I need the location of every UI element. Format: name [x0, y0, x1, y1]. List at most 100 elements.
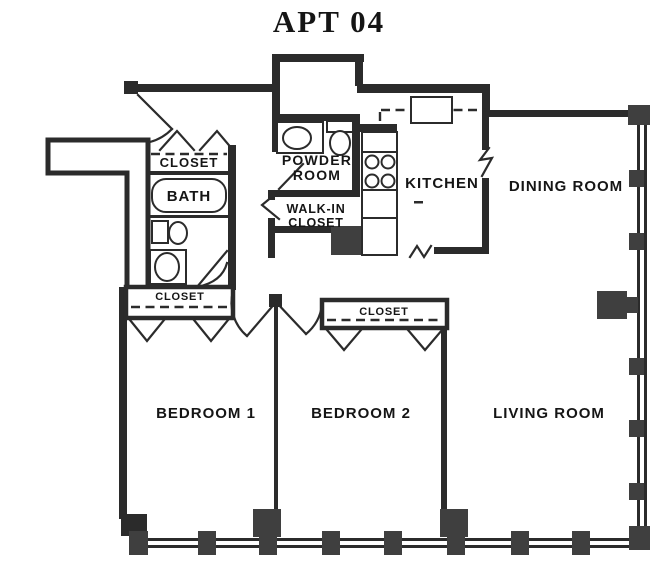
bedroom1-closet-label: CLOSET — [155, 291, 204, 303]
powder-room-door-leaf — [277, 162, 305, 191]
wall-corridor-l-shape — [45, 137, 151, 291]
window-mullion-post — [629, 358, 644, 375]
refrigerator-icon — [361, 217, 398, 256]
wall-break-symbol — [408, 243, 433, 260]
window-corner-post — [629, 526, 650, 550]
kitchen-sink-icon — [410, 96, 453, 124]
stove-burner-icon — [380, 154, 396, 170]
bedroom2-closet-door-icon — [406, 328, 444, 352]
window-mullion-post — [572, 531, 590, 555]
bath-sink-icon — [154, 252, 180, 282]
bath-door-leaf — [195, 249, 229, 289]
kitchen-label: KITCHEN — [405, 175, 479, 192]
wall-corridor-top — [128, 84, 280, 92]
wall-kitchen-top — [357, 84, 490, 93]
window-mullion-post — [384, 531, 402, 555]
window-mullion-post — [629, 483, 644, 500]
wall-counter-ledge — [352, 124, 397, 132]
entry-door-leaf — [136, 93, 174, 131]
shaft-column — [331, 226, 362, 255]
bathtub-icon — [151, 178, 227, 213]
wall-powder-walkin-divider — [268, 190, 360, 197]
wall-kitchen-right-upper — [482, 93, 489, 150]
wall-powder-right — [352, 114, 360, 194]
bedroom2-closet-door-icon — [325, 328, 363, 352]
wall-break-symbol — [477, 146, 495, 178]
wall-hallcloset-bath-divider — [150, 171, 228, 175]
bedroom2-door-arc — [304, 303, 324, 336]
window-mullion-post — [259, 531, 277, 555]
wall-bedroom1-bedroom2-divider — [274, 305, 278, 512]
bath-label: BATH — [167, 188, 212, 205]
bedroom1-closet — [123, 284, 236, 321]
living-room-label: LIVING ROOM — [493, 405, 605, 422]
window-mullion-post — [629, 233, 644, 250]
closets — [123, 284, 450, 331]
wall-walkin-left-lower — [268, 218, 275, 258]
powder-room-label-line2: ROOM — [293, 167, 341, 183]
kitchen-mark — [414, 201, 423, 204]
wall-bedroom2-living-divider — [441, 302, 447, 510]
wall-walkin-bottom — [268, 226, 332, 233]
powder-sink-icon — [282, 126, 312, 150]
wall-walkin-left-upper — [268, 190, 275, 200]
hall-closet-label: CLOSET — [160, 155, 219, 170]
bedroom2-door-leaf — [274, 300, 308, 336]
bedroom1-closet-door-icon — [192, 318, 230, 343]
walkin-closet-label-line1: WALK-IN — [286, 202, 345, 216]
bedroom1-closet-door-icon — [128, 318, 166, 343]
walls — [45, 54, 636, 537]
page-title: APT 04 — [273, 4, 385, 39]
hall-closet-door-icon — [198, 129, 235, 152]
structural-column — [597, 291, 627, 319]
wall-utility-box-right — [355, 54, 363, 86]
fixtures — [149, 96, 453, 285]
room-labels: CLOSET BATH POWDER ROOM WALK-IN CLOSET K… — [155, 152, 623, 422]
walkin-closet-label-line2: CLOSET — [288, 216, 344, 230]
bedroom2-closet — [319, 297, 450, 331]
wall-utility-box-left — [272, 54, 280, 152]
wall-powder-top — [276, 114, 358, 121]
window-corner-post — [628, 105, 650, 125]
doors — [128, 93, 495, 352]
bedroom1-door-leaf — [245, 300, 278, 338]
window-mullion-post — [511, 531, 529, 555]
window-mullion-post — [447, 531, 465, 555]
wall-bedroom1-left — [119, 287, 127, 519]
powder-toilet-bowl-icon — [329, 130, 351, 156]
bedroom1-door-arc — [230, 289, 249, 338]
toilet-bowl-icon — [168, 221, 188, 245]
window-mullion-post — [322, 531, 340, 555]
wall-kitchen-right-lower — [482, 178, 489, 254]
bath-door-arc — [195, 261, 229, 289]
wall-dining-top — [488, 110, 636, 117]
wall-kitchen-bottom — [434, 247, 489, 254]
wall-bath-strip-right — [228, 145, 236, 290]
dining-room-label: DINING ROOM — [509, 178, 623, 195]
wall-utility-box-top — [272, 54, 364, 62]
window-mullion-post — [129, 531, 148, 555]
window-walls — [129, 105, 650, 555]
window-wall-right-outer-line — [644, 112, 647, 544]
kitchen-counter-icon — [361, 131, 398, 153]
stove-burner-icon — [380, 173, 396, 189]
window-mullion-post — [629, 170, 644, 187]
powder-room-label-line1: POWDER — [282, 152, 352, 168]
bedroom2-closet-label: CLOSET — [359, 306, 408, 318]
bedroom2-label: BEDROOM 2 — [311, 405, 411, 422]
window-mullion-post — [198, 531, 216, 555]
toilet-tank-icon — [151, 220, 169, 244]
wall-bedroom1-foot — [121, 514, 147, 536]
walkin-closet-opening-arrow — [260, 189, 281, 221]
stove-burner-icon — [364, 173, 380, 189]
window-wall-right-inner-line — [637, 112, 640, 544]
wall-bath-toilet-divider — [150, 215, 228, 218]
window-mullion-post — [629, 420, 644, 437]
structural-column-connector — [623, 297, 638, 313]
bedroom1-label: BEDROOM 1 — [156, 405, 256, 422]
entry-door-arc — [148, 127, 174, 144]
hall-closet-door-icon — [158, 129, 196, 152]
stove-burner-icon — [364, 154, 380, 170]
